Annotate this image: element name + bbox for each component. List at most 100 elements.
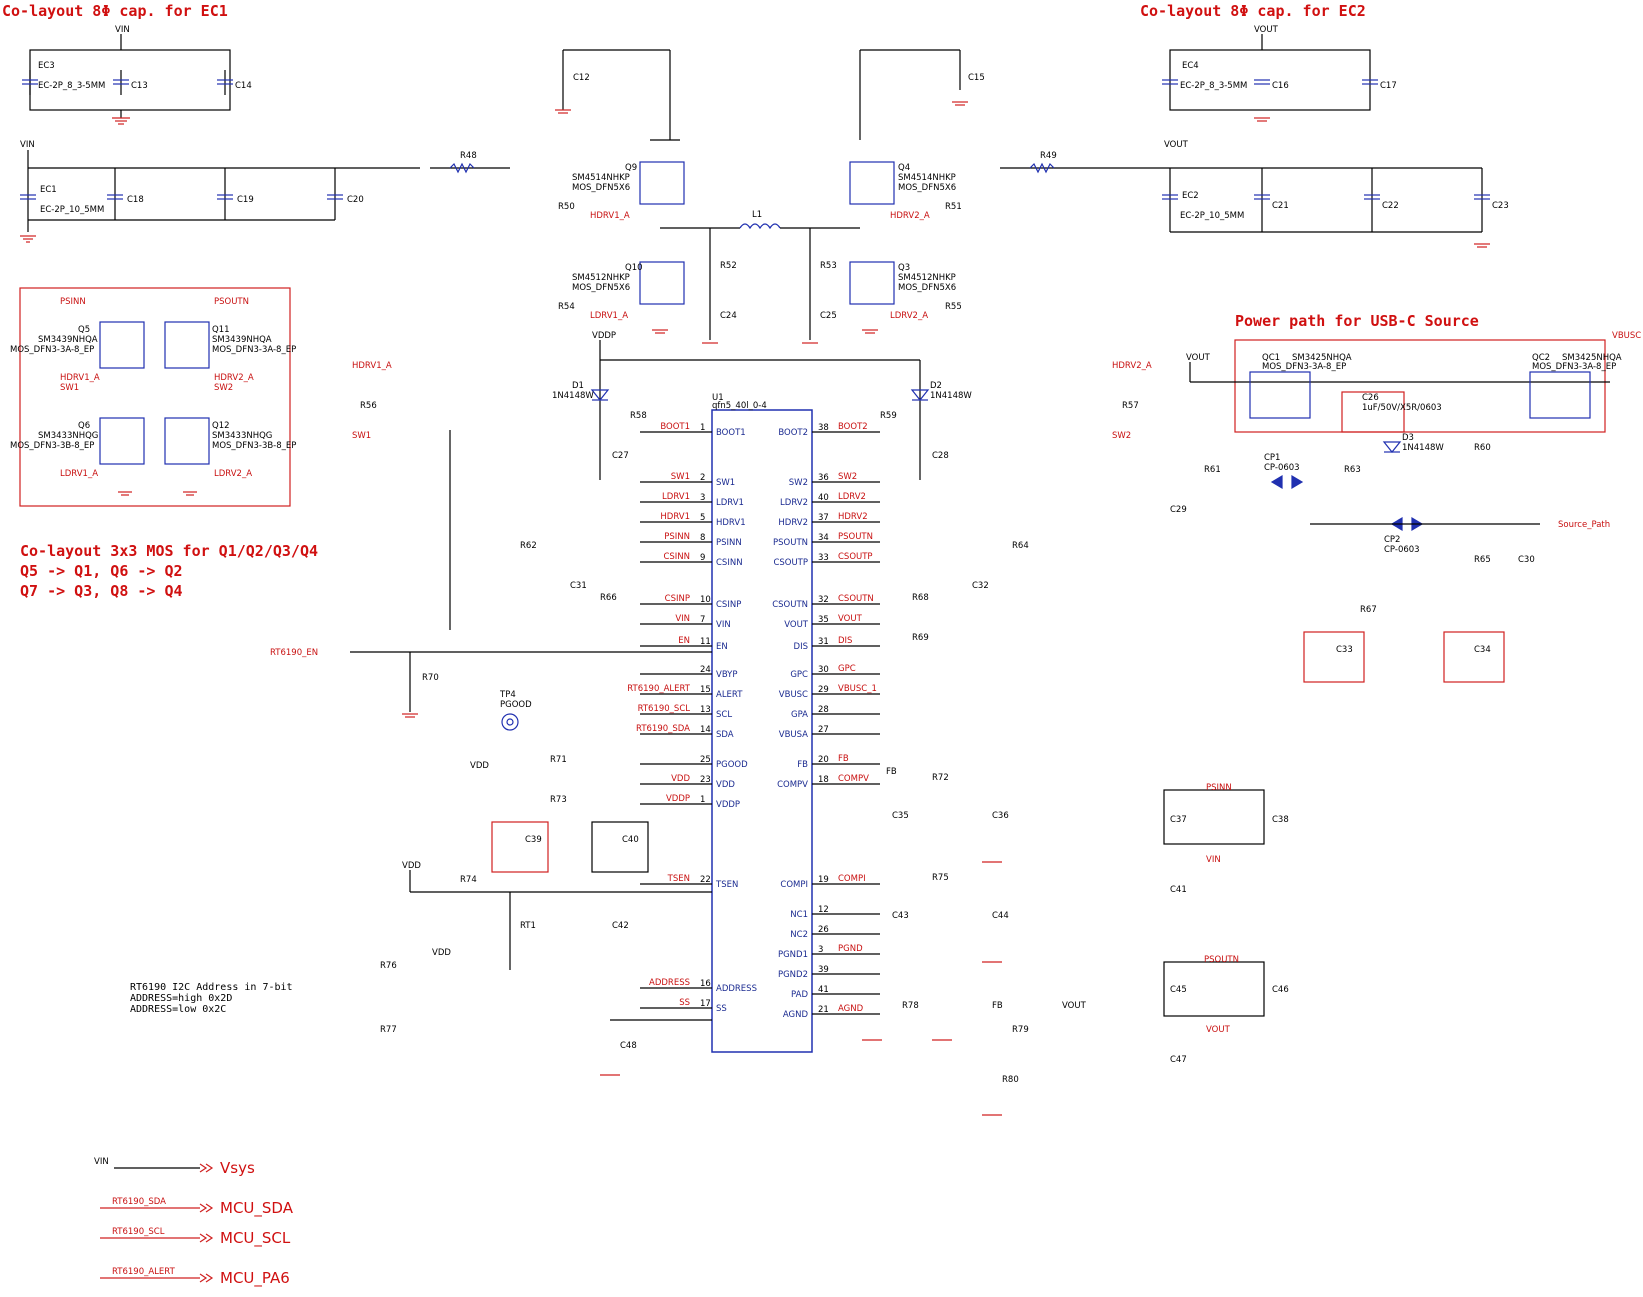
svg-text:C47: C47 xyxy=(1170,1055,1187,1065)
u1-pin-net: SW2 xyxy=(838,472,857,482)
cp1-value: CP-0603 xyxy=(1264,463,1300,473)
svg-text:R54: R54 xyxy=(558,302,575,312)
u1-pin-net: VOUT xyxy=(838,614,863,624)
svg-text:R79: R79 xyxy=(1012,1025,1029,1035)
u1-pin-num: 36 xyxy=(818,473,829,483)
svg-text:R68: R68 xyxy=(912,593,929,603)
q10-ref: Q10 xyxy=(625,263,643,273)
q3-value: SM4512NHKP xyxy=(898,273,956,283)
hdrv1a-net: HDRV1_A xyxy=(590,211,630,221)
svg-text:C40: C40 xyxy=(622,835,639,845)
u1-pin-num: 34 xyxy=(818,533,829,543)
u1-pin-num: 20 xyxy=(818,755,829,765)
u1-pin-net: VBUSC_1 xyxy=(838,684,877,694)
q6-pkg: MOS_DFN3-3B-8_EP xyxy=(10,441,94,451)
arrow-icon xyxy=(199,1273,214,1283)
u1-pin-net: BOOT2 xyxy=(838,422,868,432)
svg-text:C32: C32 xyxy=(972,581,989,591)
svg-text:C20: C20 xyxy=(347,195,364,205)
u1-pin-net: CSOUTP xyxy=(838,552,873,562)
svg-text:R64: R64 xyxy=(1012,541,1029,551)
q12-pkg: MOS_DFN3-3B-8_EP xyxy=(212,441,296,451)
ldrv1a-label: LDRV1_A xyxy=(60,469,98,479)
hdrv2a-label: HDRV2_A xyxy=(214,373,254,383)
svg-text:R70: R70 xyxy=(422,673,439,683)
u1-pin-name: VBYP xyxy=(716,670,738,680)
r56-hdrv1a: HDRV1_A xyxy=(352,361,392,371)
u1-pin-num: 11 xyxy=(700,637,711,647)
q12-value: SM3433NHQG xyxy=(212,431,272,441)
q5q6-note: Q5 -> Q1, Q6 -> Q2 xyxy=(20,562,183,580)
ec4-ref: EC4 xyxy=(1182,61,1199,71)
u1-pin-num: 39 xyxy=(818,965,829,975)
cp2-ref: CP2 xyxy=(1384,535,1400,545)
u1-pin-num: 17 xyxy=(700,999,711,1009)
svg-text:R51: R51 xyxy=(945,202,962,212)
q6-ref: Q6 xyxy=(78,421,90,431)
svg-text:C33: C33 xyxy=(1336,645,1353,655)
u1-pin-num: 37 xyxy=(818,513,829,523)
svg-text:R75: R75 xyxy=(932,873,949,883)
u1-pin-num: 12 xyxy=(818,905,829,915)
svg-text:C28: C28 xyxy=(932,451,949,461)
u1-pin-name: DIS xyxy=(794,642,808,652)
svg-text:R56: R56 xyxy=(360,401,377,411)
svg-text:R63: R63 xyxy=(1344,465,1361,475)
c26-ref: C26 xyxy=(1362,393,1379,403)
ec2-value: EC-2P_10_5MM xyxy=(1180,211,1244,221)
qc1-value: SM3425NHQA xyxy=(1292,353,1352,363)
l1-ref: L1 xyxy=(752,210,762,220)
u1-pin-net: RT6190_SCL xyxy=(638,704,691,714)
q12-ref: Q12 xyxy=(212,421,230,431)
ldrv2a-label: LDRV2_A xyxy=(214,469,252,479)
q4-ref: Q4 xyxy=(898,163,910,173)
fb-label: FB xyxy=(992,1001,1003,1011)
u1-pin-net: VDDP xyxy=(666,794,690,804)
u1-pin-net: CSOUTN xyxy=(838,594,874,604)
u1-pin-net: FB xyxy=(838,754,849,764)
svg-text:R55: R55 xyxy=(945,302,962,312)
svg-text:C48: C48 xyxy=(620,1041,637,1051)
u1-pin-net: SS xyxy=(679,998,690,1008)
u1-pin-num: 27 xyxy=(818,725,829,735)
svg-text:R67: R67 xyxy=(1360,605,1377,615)
svg-text:C24: C24 xyxy=(720,311,737,321)
u1-pin-name: LDRV2 xyxy=(780,498,808,508)
u1-pin-net: TSEN xyxy=(667,874,690,884)
q3-pkg: MOS_DFN5X6 xyxy=(898,283,956,293)
q11-ref: Q11 xyxy=(212,325,230,335)
d1-ref: D1 xyxy=(572,381,584,391)
svg-text:C17: C17 xyxy=(1380,81,1397,91)
mcu-link-net: RT6190_SDA xyxy=(112,1197,166,1207)
u1-pin-num: 2 xyxy=(700,473,705,483)
u1-pin-net: LDRV2 xyxy=(838,492,866,502)
u1-right-pins: 38BOOT2BOOT236SW2SW240LDRV2LDRV237HDRV2H… xyxy=(772,422,880,1020)
u1-pin-num: 8 xyxy=(700,533,705,543)
u1-pin-net: SW1 xyxy=(671,472,690,482)
mcu-link-net: RT6190_ALERT xyxy=(112,1267,176,1277)
svg-text:C46: C46 xyxy=(1272,985,1289,995)
svg-text:C41: C41 xyxy=(1170,885,1187,895)
u1-pin-name: PAD xyxy=(791,990,808,1000)
cp2-value: CP-0603 xyxy=(1384,545,1420,555)
svg-text:R57: R57 xyxy=(1122,401,1139,411)
u1-pin-name: EN xyxy=(716,642,728,652)
arrow-icon xyxy=(199,1203,214,1213)
svg-text:R69: R69 xyxy=(912,633,929,643)
u1-pin-name: BOOT2 xyxy=(778,428,808,438)
fet-q4: C15 Q4 SM4514NHKP MOS_DFN5X6 xyxy=(849,49,985,205)
hdrv2a-net: HDRV2_A xyxy=(890,211,930,221)
usbc-power-path: VBUSC VOUT QC1 SM3425NHQA MOS_DFN3-3A-8_… xyxy=(1170,331,1641,683)
svg-text:C39: C39 xyxy=(525,835,542,845)
psinn-cap-label: PSINN xyxy=(1206,783,1232,793)
svg-text:R52: R52 xyxy=(720,261,737,271)
u1-pin-name: VOUT xyxy=(784,620,809,630)
u1-pin-net: VDD xyxy=(671,774,690,784)
q9-ref: Q9 xyxy=(625,163,637,173)
u1-pin-num: 30 xyxy=(818,665,829,675)
